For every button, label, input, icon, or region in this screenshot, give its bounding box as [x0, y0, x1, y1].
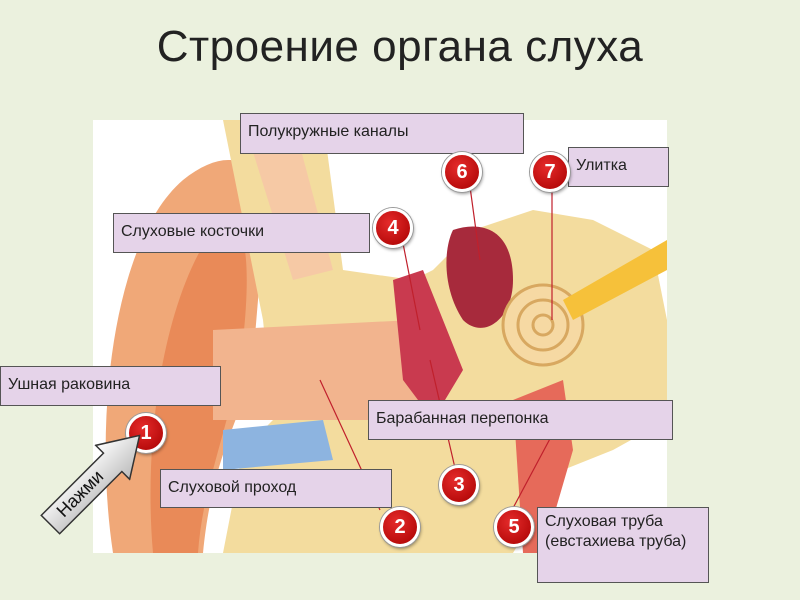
marker-4[interactable]: 4 [373, 208, 413, 248]
label-ossicles[interactable]: Слуховые косточки [113, 213, 370, 253]
marker-3[interactable]: 3 [439, 465, 479, 505]
marker-7[interactable]: 7 [530, 152, 570, 192]
label-auricle[interactable]: Ушная раковина [0, 366, 221, 406]
label-eardrum[interactable]: Барабанная перепонка [368, 400, 673, 440]
click-arrow-button[interactable]: Нажми [31, 416, 158, 543]
marker-5[interactable]: 5 [494, 507, 534, 547]
slide-title: Строение органа слуха [156, 22, 644, 71]
label-ear-canal[interactable]: Слуховой проход [160, 469, 392, 508]
marker-2[interactable]: 2 [380, 507, 420, 547]
label-cochlea[interactable]: Улитка [568, 147, 669, 187]
label-semicircular-canals[interactable]: Полукружные каналы [240, 113, 524, 154]
arrow-icon [40, 434, 141, 535]
label-eustachian-tube[interactable]: Слуховая труба (евстахиева труба) [537, 507, 709, 583]
marker-6[interactable]: 6 [442, 152, 482, 192]
